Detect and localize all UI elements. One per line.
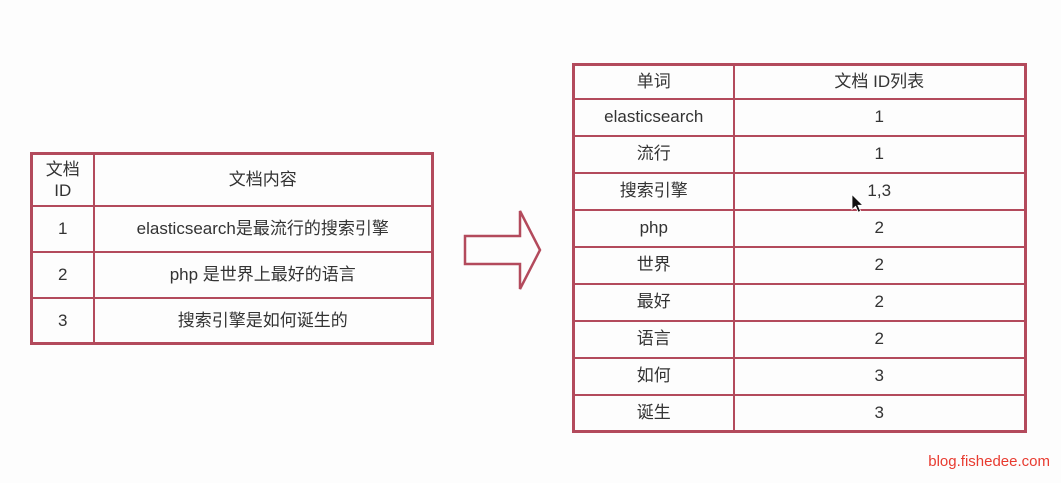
- word-cell: 语言: [572, 319, 735, 359]
- documents-header-id: 文档 ID: [30, 152, 95, 207]
- doc-content-cell: elasticsearch是最流行的搜索引擎: [92, 204, 434, 253]
- index-header-word: 单词: [572, 63, 735, 100]
- right-block-arrow-icon: [463, 210, 542, 290]
- doc-id-cell: 3: [30, 296, 95, 345]
- doc-ids-cell: 2: [732, 208, 1027, 248]
- doc-ids-cell: 3: [732, 356, 1027, 396]
- doc-ids-cell: 2: [732, 245, 1027, 285]
- table-row: 流行 1: [572, 134, 1027, 174]
- table-row: 语言 2: [572, 319, 1027, 359]
- word-cell: elasticsearch: [572, 97, 735, 137]
- word-cell: 流行: [572, 134, 735, 174]
- table-row: 世界 2: [572, 245, 1027, 285]
- table-row: 3 搜索引擎是如何诞生的: [30, 296, 434, 345]
- doc-content-cell: 搜索引擎是如何诞生的: [92, 296, 434, 345]
- doc-ids-cell: 3: [732, 393, 1027, 433]
- doc-ids-cell: 1: [732, 134, 1027, 174]
- table-row: 诞生 3: [572, 393, 1027, 433]
- table-row: 搜索引擎 1,3: [572, 171, 1027, 211]
- documents-header-content: 文档内容: [92, 152, 434, 207]
- inverted-index-table: 单词 文档 ID列表 elasticsearch 1 流行 1 搜索引擎 1,3…: [572, 63, 1027, 433]
- table-row: 1 elasticsearch是最流行的搜索引擎: [30, 204, 434, 253]
- table-row: 2 php 是世界上最好的语言: [30, 250, 434, 299]
- word-cell: php: [572, 208, 735, 248]
- mouse-cursor-icon: [851, 194, 864, 213]
- table-row: 最好 2: [572, 282, 1027, 322]
- word-cell: 最好: [572, 282, 735, 322]
- documents-table: 文档 ID 文档内容 1 elasticsearch是最流行的搜索引擎 2 ph…: [30, 152, 434, 345]
- table-row: elasticsearch 1: [572, 97, 1027, 137]
- doc-id-cell: 1: [30, 204, 95, 253]
- doc-id-cell: 2: [30, 250, 95, 299]
- doc-ids-cell: 2: [732, 282, 1027, 322]
- watermark-blog-url: blog.fishedee.com: [928, 453, 1050, 470]
- doc-ids-cell: 1: [732, 97, 1027, 137]
- word-cell: 诞生: [572, 393, 735, 433]
- doc-ids-cell: 1,3: [732, 171, 1027, 211]
- index-table-header-row: 单词 文档 ID列表: [572, 63, 1027, 100]
- doc-ids-cell: 2: [732, 319, 1027, 359]
- index-header-doc-ids: 文档 ID列表: [732, 63, 1027, 100]
- word-cell: 搜索引擎: [572, 171, 735, 211]
- documents-table-header-row: 文档 ID 文档内容: [30, 152, 434, 207]
- word-cell: 如何: [572, 356, 735, 396]
- table-row: php 2: [572, 208, 1027, 248]
- word-cell: 世界: [572, 245, 735, 285]
- doc-content-cell: php 是世界上最好的语言: [92, 250, 434, 299]
- table-row: 如何 3: [572, 356, 1027, 396]
